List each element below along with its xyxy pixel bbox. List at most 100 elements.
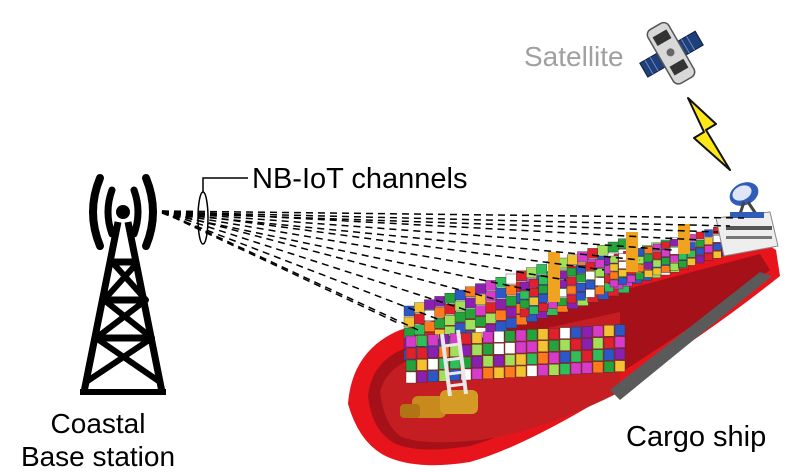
container xyxy=(482,355,494,367)
container xyxy=(482,343,494,355)
container xyxy=(595,277,605,286)
container xyxy=(485,313,497,324)
label-cargo-ship: Cargo ship xyxy=(626,421,766,453)
container xyxy=(416,371,428,383)
container xyxy=(704,237,713,245)
channel-line xyxy=(161,211,401,325)
container xyxy=(603,337,615,349)
container xyxy=(687,258,696,266)
container xyxy=(414,313,426,324)
nb-iot-channels xyxy=(161,210,745,331)
channel-line xyxy=(161,211,673,251)
container xyxy=(495,299,507,310)
container xyxy=(644,262,653,270)
container xyxy=(670,254,679,263)
container xyxy=(585,271,595,280)
container xyxy=(427,334,439,346)
satellite-dish-icon xyxy=(729,182,764,218)
container xyxy=(444,293,456,304)
container xyxy=(493,331,505,343)
container xyxy=(559,327,571,339)
channel-line xyxy=(161,211,467,311)
container xyxy=(493,343,505,355)
container xyxy=(424,310,436,321)
container xyxy=(603,361,615,373)
container xyxy=(538,294,548,303)
container xyxy=(559,339,571,351)
container xyxy=(609,255,619,264)
container xyxy=(526,267,538,278)
container xyxy=(592,325,604,337)
container xyxy=(713,250,722,259)
channel-line xyxy=(161,212,719,233)
container xyxy=(424,299,436,310)
container xyxy=(529,288,539,297)
channel-line xyxy=(161,212,641,261)
label-base-station: Base station xyxy=(21,441,175,472)
container xyxy=(595,268,605,277)
container xyxy=(416,359,428,371)
container xyxy=(504,354,516,366)
container xyxy=(576,292,586,301)
container xyxy=(403,316,416,328)
container xyxy=(504,366,516,378)
container xyxy=(661,265,670,273)
container xyxy=(537,352,549,364)
container xyxy=(570,362,582,375)
label-coastal: Coastal xyxy=(51,408,146,439)
channel-line xyxy=(161,212,441,321)
channel-line xyxy=(161,210,745,219)
container xyxy=(465,319,477,330)
container xyxy=(444,315,456,326)
container xyxy=(485,302,497,313)
channel-line xyxy=(161,210,499,301)
container xyxy=(537,364,549,376)
container xyxy=(695,247,705,256)
container xyxy=(566,276,577,286)
container xyxy=(595,286,605,295)
container xyxy=(566,285,577,295)
container xyxy=(576,274,586,283)
container xyxy=(495,321,507,332)
container xyxy=(504,330,516,342)
container xyxy=(427,370,439,382)
channel-line xyxy=(161,210,701,241)
container xyxy=(585,280,595,289)
container xyxy=(566,294,577,304)
container xyxy=(603,325,615,337)
container xyxy=(695,231,705,240)
container xyxy=(652,267,662,276)
container xyxy=(652,243,662,252)
channels-leader-line xyxy=(202,177,248,192)
container xyxy=(537,328,549,340)
container xyxy=(570,326,582,339)
container xyxy=(592,337,604,349)
container xyxy=(592,349,604,361)
container xyxy=(471,368,483,380)
container xyxy=(592,361,604,373)
container xyxy=(577,251,589,262)
container xyxy=(614,324,626,336)
container xyxy=(471,344,483,356)
ship-bridge xyxy=(440,211,779,397)
container xyxy=(566,267,577,277)
container xyxy=(603,349,615,361)
container xyxy=(614,348,626,360)
container xyxy=(567,254,579,266)
container xyxy=(475,305,487,316)
lightning-icon xyxy=(687,97,731,171)
container xyxy=(475,283,487,294)
container xyxy=(526,341,538,353)
container xyxy=(652,251,662,260)
container xyxy=(471,356,483,368)
container xyxy=(604,283,614,292)
container xyxy=(529,279,539,288)
container xyxy=(576,265,586,274)
container xyxy=(454,311,467,323)
container xyxy=(519,308,530,318)
channel-line xyxy=(161,211,567,281)
label-nb-iot-channels: NB-IoT channels xyxy=(252,163,467,195)
channel-line xyxy=(161,211,731,227)
container xyxy=(548,340,560,352)
